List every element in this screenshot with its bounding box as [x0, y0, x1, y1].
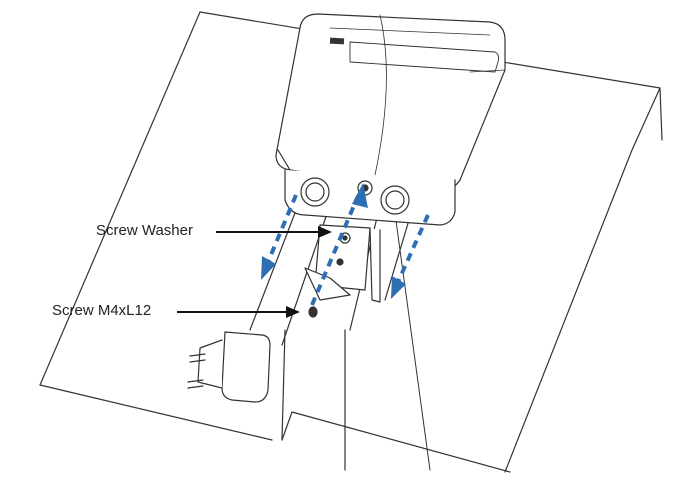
- arrow-center-head: [352, 183, 368, 208]
- arrow-left-down: [266, 194, 298, 263]
- router-device: [275, 13, 506, 226]
- arrow-center-up: [310, 195, 360, 306]
- screw-m4-label: Screw M4xL12: [52, 302, 152, 319]
- screw-washer-label: Screw Washer: [96, 222, 193, 239]
- power-adapter: [187, 331, 271, 403]
- washer-leader-head: [318, 226, 332, 238]
- screw: [308, 306, 318, 318]
- mounting-bracket: [304, 224, 381, 303]
- arrow-left-head: [261, 256, 276, 280]
- arrow-right-head: [391, 276, 406, 299]
- arrow-right-down: [396, 214, 430, 283]
- screw-leader-head: [286, 306, 300, 318]
